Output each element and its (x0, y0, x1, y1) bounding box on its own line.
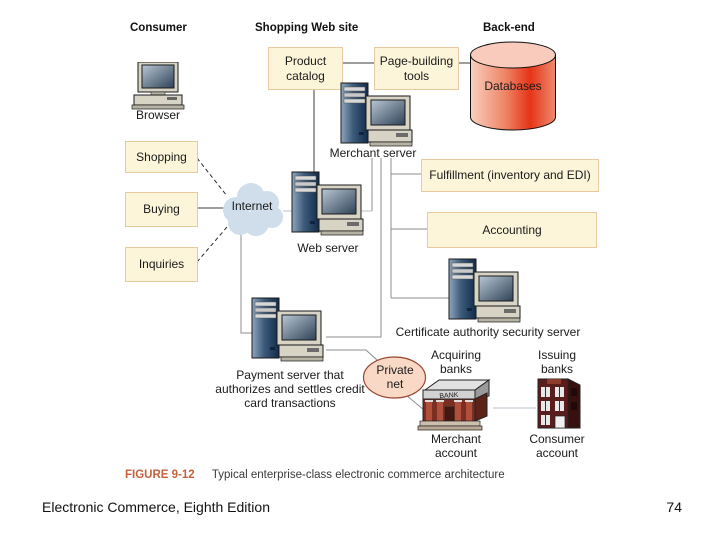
monitor-screen (370, 99, 406, 126)
cloud-shape (223, 183, 283, 236)
header-back-end: Back-end (483, 22, 535, 34)
line-privatenet-bank (405, 394, 425, 411)
header-shopping-web-site: Shopping Web site (255, 22, 359, 34)
desktop-base (369, 141, 413, 147)
bank-columns (426, 401, 472, 421)
buying-box: Buying (125, 192, 198, 227)
building-top-sign (547, 379, 561, 384)
bank-column-caps (425, 400, 473, 402)
monitor-screen (321, 188, 357, 215)
merchant-server-icon (340, 82, 413, 147)
bank-side-wall (474, 392, 488, 422)
internet-cloud-icon (223, 183, 283, 236)
line-merchant-payment (326, 158, 382, 338)
floppy-slot (307, 348, 319, 352)
building-door (554, 415, 566, 429)
web-server-icon (291, 171, 364, 236)
fulfillment-box: Fulfillment (inventory and EDI) (421, 159, 599, 192)
consumer-account-label: Consumer account (529, 432, 585, 460)
bank-building-icon: BANK (417, 379, 491, 431)
footer-page-number: 74 (666, 499, 682, 515)
bank-steps (419, 420, 481, 427)
line-internet-payment (240, 235, 252, 334)
power-button (467, 308, 472, 311)
databases-cylinder-icon (470, 41, 556, 131)
power-button (310, 221, 315, 224)
browser-computer-icon (131, 62, 185, 110)
figure-title: Typical enterprise-class electronic comm… (211, 469, 505, 481)
power-button (270, 347, 275, 350)
certificate-server-label: Certificate authority security server (395, 325, 581, 339)
window-panes (545, 387, 560, 425)
private-net-ellipse-icon (362, 356, 427, 399)
bank-base (417, 425, 483, 431)
monitor-screen (478, 275, 514, 302)
private-net-shape (362, 356, 427, 399)
cylinder-body (470, 55, 556, 131)
consumer-building-icon (537, 378, 581, 429)
inquiries-box: Inquiries (125, 247, 198, 282)
payment-server-label: Payment server that authorizes and settl… (215, 368, 365, 410)
merchant-server-label: Merchant server (329, 146, 417, 160)
drive-bay (343, 86, 366, 92)
drive-bay (343, 98, 366, 104)
figure-number: FIGURE 9-12 (125, 469, 195, 481)
line-inquiries-internet (196, 226, 228, 263)
line-shopping-internet (196, 157, 228, 197)
private-net-label: Private net (376, 363, 414, 391)
drive-bay (254, 313, 277, 319)
floppy-slot (504, 309, 516, 313)
merchant-account-label: Merchant account (430, 432, 482, 460)
drive-bay (343, 92, 366, 98)
footer-book-title: Electronic Commerce, Eighth Edition (42, 499, 270, 515)
power-button (359, 132, 364, 135)
internet-label: Internet (231, 199, 273, 213)
browser-label: Browser (135, 108, 180, 122)
shopping-box: Shopping (125, 141, 198, 173)
desktop-base (131, 104, 185, 110)
acquiring-banks-label: Acquiring banks (430, 348, 482, 376)
databases-label: Databases (484, 79, 542, 93)
header-consumer: Consumer (130, 22, 187, 34)
certificate-server-icon (448, 258, 521, 323)
drive-bay (254, 301, 277, 307)
figure-caption: FIGURE 9-12 Typical enterprise-class ele… (125, 469, 505, 481)
monitor-screen (141, 64, 175, 89)
drive-bay (294, 181, 317, 187)
desktop-base (477, 317, 521, 323)
product-catalog-box: Product catalog (268, 47, 343, 90)
drive-bay (254, 307, 277, 313)
cylinder-top (470, 41, 556, 69)
side-windows (571, 388, 577, 410)
accounting-box: Accounting (427, 212, 597, 248)
line-payment-privatenet (326, 349, 379, 362)
floppy-slot (396, 133, 408, 137)
floppy-slot (167, 97, 177, 100)
drive-bay (294, 175, 317, 181)
bank-sign-text: BANK (439, 392, 459, 400)
payment-server-icon (251, 297, 324, 362)
drive-bay (451, 262, 474, 268)
issuing-banks-label: Issuing banks (537, 348, 577, 376)
bank-door (444, 406, 455, 422)
desktop-base (320, 230, 364, 236)
desktop-base (280, 356, 324, 362)
floppy-slot (347, 222, 359, 226)
page-building-tools-box: Page-building tools (374, 47, 459, 90)
monitor-screen (281, 314, 317, 341)
web-server-label: Web server (297, 241, 359, 255)
drive-bay (451, 274, 474, 280)
drive-bay (451, 268, 474, 274)
drive-bay (294, 187, 317, 193)
